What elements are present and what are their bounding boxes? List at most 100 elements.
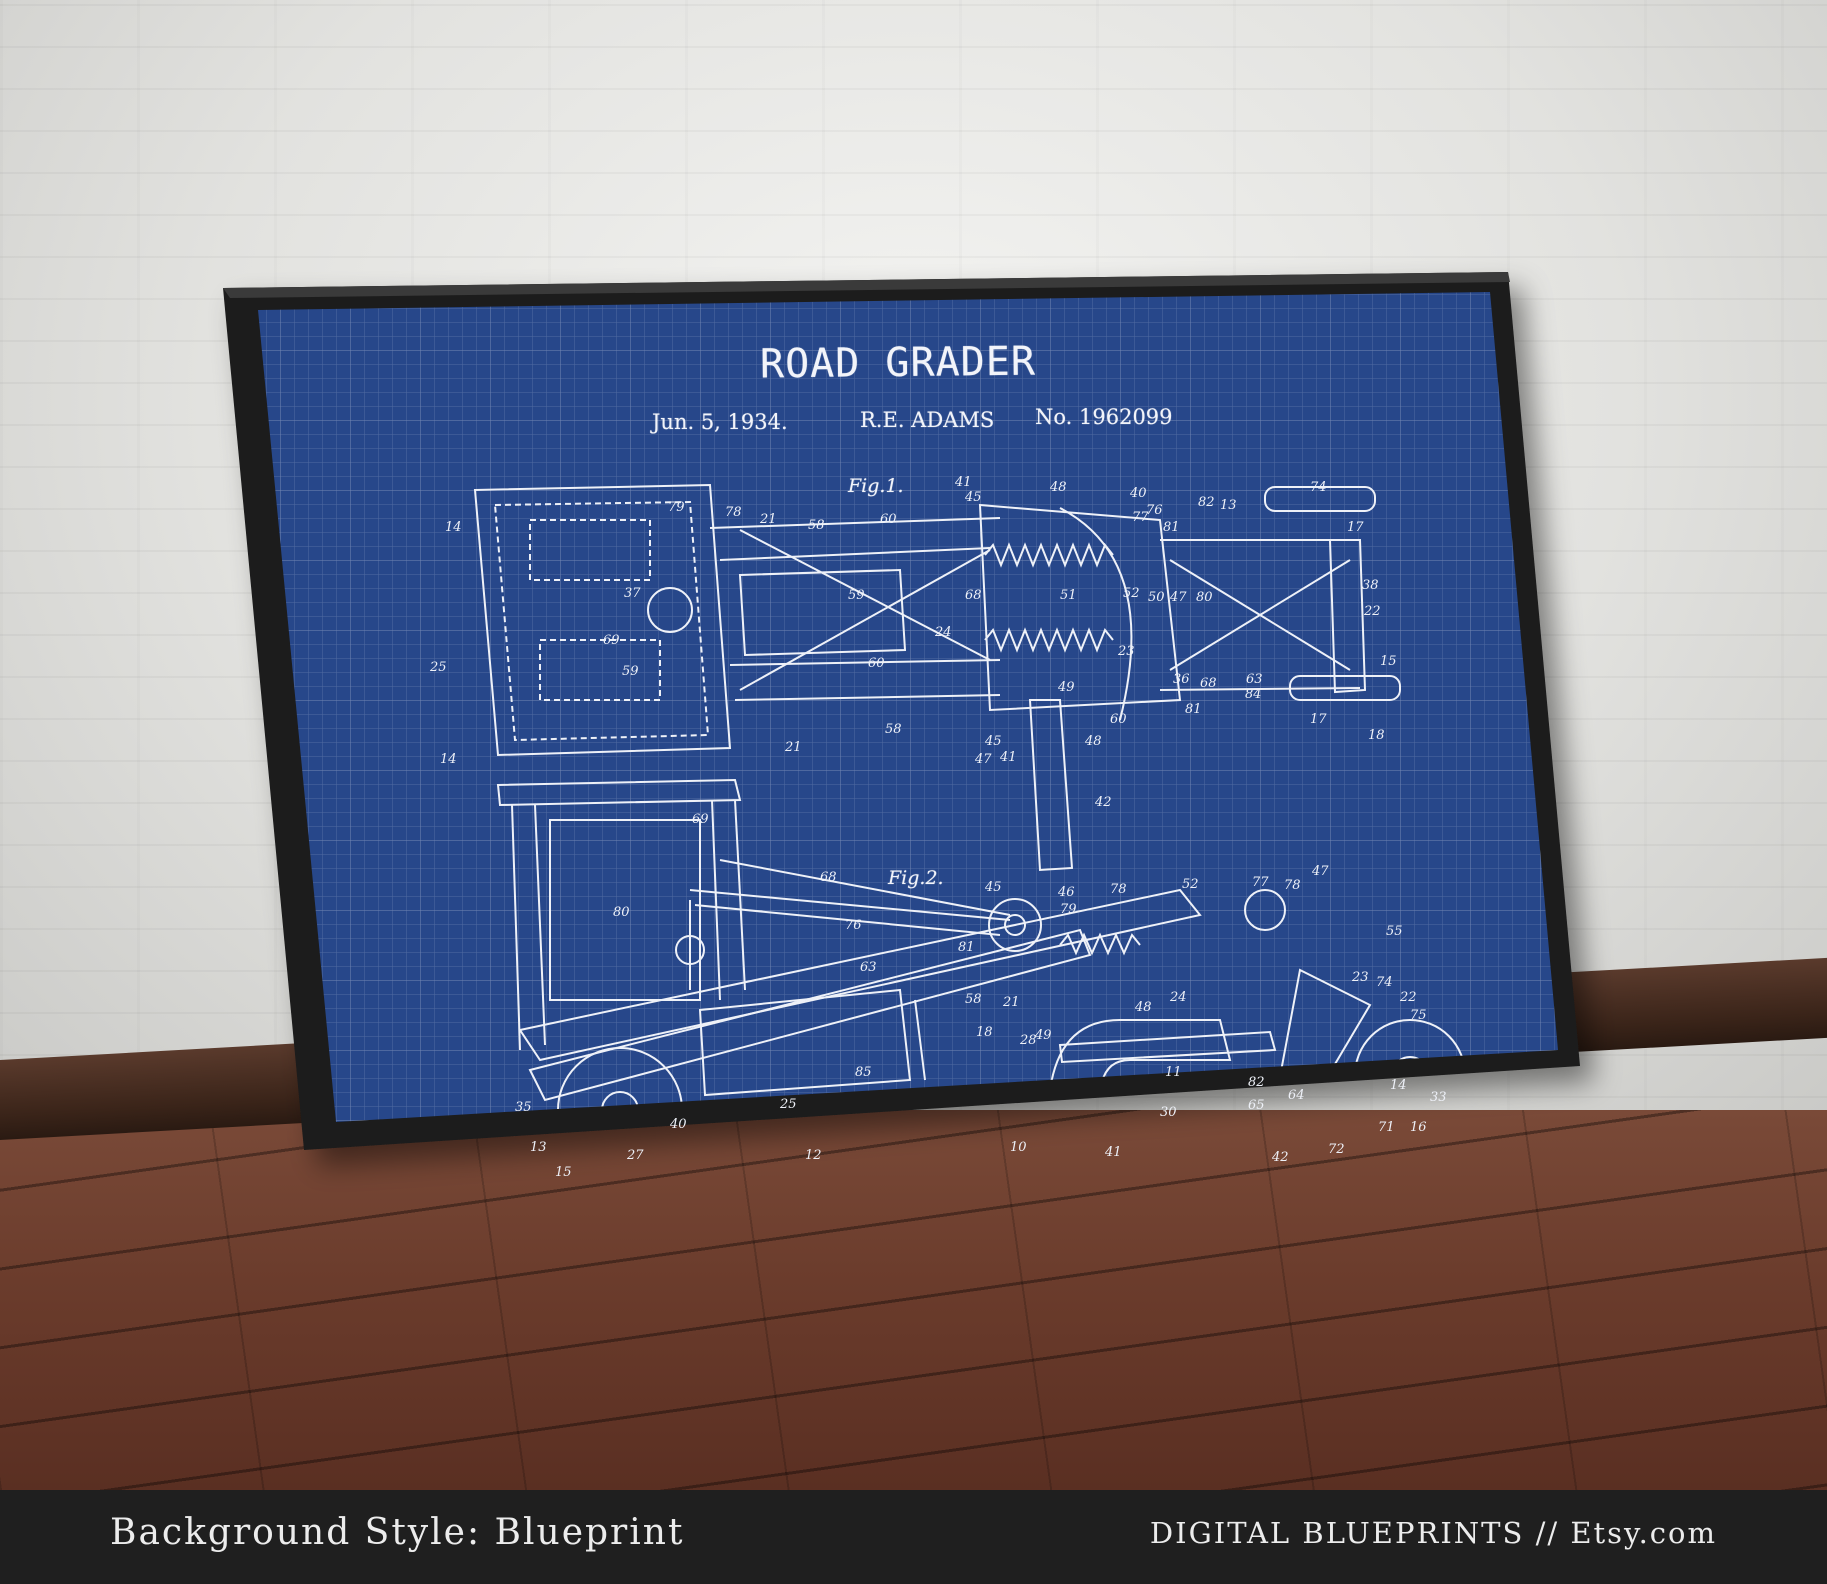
fig1-ref-number: 84 [1245, 687, 1262, 702]
fig1-ref-number: 76 [1146, 503, 1163, 518]
fig2-ref-number: 69 [692, 812, 709, 827]
fig1-ref-number: 13 [1220, 498, 1237, 513]
fig1-ref-number: 49 [1058, 680, 1075, 695]
fig2-ref-number: 15 [555, 1165, 572, 1180]
fig1-ref-number: 23 [1118, 644, 1135, 659]
fig1-ref-number: 68 [965, 588, 982, 603]
fig1-ref-number: 68 [1200, 676, 1217, 691]
fig2-ref-number: 12 [805, 1148, 822, 1163]
blueprint-title: ROAD GRADER [759, 338, 1037, 388]
fig2-drawing [496, 778, 1466, 1122]
fig1-ref-number: 38 [1362, 578, 1379, 593]
fig1-ref-number: 48 [1050, 480, 1067, 495]
fig1-ref-number: 36 [1173, 672, 1190, 687]
fig1-ref-number: 51 [1060, 588, 1077, 603]
fig1-ref-number: 60 [868, 656, 885, 671]
framed-print [223, 272, 1580, 1150]
fig1-ref-number: 41 [1000, 750, 1017, 765]
fig2-ref-number: 65 [1248, 1098, 1265, 1113]
fig2-ref-number: 11 [1165, 1065, 1182, 1080]
fig2-ref-number: 48 [1135, 1000, 1152, 1015]
fig1-ref-number: 58 [808, 518, 825, 533]
fig1-ref-number: 45 [965, 490, 982, 505]
fig2-ref-number: 22 [1400, 990, 1417, 1005]
fig2-ref-number: 76 [845, 918, 862, 933]
fig2-ref-number: 63 [860, 960, 877, 975]
fig2-ref-number: 52 [1182, 877, 1199, 892]
fig2-ref-number: 33 [1430, 1090, 1447, 1105]
fig2-ref-number: 68 [820, 870, 837, 885]
fig1-ref-number: 69 [603, 633, 620, 648]
fig2-label: Fig.2. [888, 867, 944, 889]
fig2-ref-number: 58 [965, 992, 982, 1007]
fig2-ref-number: 78 [1284, 878, 1301, 893]
fig2-ref-number: 40 [670, 1117, 687, 1132]
fig1-ref-number: 60 [880, 512, 897, 527]
fig1-ref-number: 42 [1095, 795, 1112, 810]
fig2-ref-number: 45 [985, 880, 1002, 895]
fig2-ref-number: 49 [1035, 1028, 1052, 1043]
fig2-ref-number: 46 [1058, 885, 1075, 900]
inventor-name: R.E. ADAMS [860, 408, 995, 432]
fig1-ref-number: 14 [440, 752, 457, 767]
fig2-ref-number: 41 [1105, 1145, 1122, 1160]
fig1-ref-number: 79 [668, 500, 685, 515]
fig1-ref-number: 52 [1123, 586, 1140, 601]
fig2-ref-number: 80 [613, 905, 630, 920]
fig2-ref-number: 25 [780, 1097, 797, 1112]
fig2-ref-number: 16 [1410, 1120, 1427, 1135]
fig1-ref-number: 80 [1196, 590, 1213, 605]
fig2-ref-number: 74 [1376, 975, 1393, 990]
caption-shop-name: DIGITAL BLUEPRINTS // Etsy.com [1149, 1516, 1717, 1550]
fig1-ref-number: 48 [1085, 734, 1102, 749]
fig1-ref-number: 14 [445, 520, 462, 535]
fig1-ref-number: 25 [430, 660, 447, 675]
wood-floor [0, 1110, 1827, 1490]
caption-bar: Background Style: Blueprint DIGITAL BLUE… [0, 1490, 1827, 1584]
fig1-ref-number: 47 [975, 752, 992, 767]
fig1-ref-number: 37 [624, 586, 641, 601]
fig2-ref-number: 47 [1312, 864, 1329, 879]
fig2-ref-number: 14 [1390, 1078, 1407, 1093]
fig1-ref-number: 60 [1110, 712, 1127, 727]
caption-background-style: Background Style: Blueprint [110, 1512, 685, 1553]
fig1-ref-number: 59 [848, 588, 865, 603]
fig1-ref-number: 40 [1130, 486, 1147, 501]
fig1-label: Fig.1. [848, 475, 904, 497]
fig2-ref-number: 82 [1248, 1075, 1265, 1090]
fig2-ref-number: 75 [1410, 1008, 1427, 1023]
fig1-ref-number: 24 [935, 625, 952, 640]
fig2-ref-number: 18 [976, 1025, 993, 1040]
fig2-ref-number: 64 [1288, 1088, 1305, 1103]
fig1-ref-number: 58 [885, 722, 902, 737]
fig2-ref-number: 77 [1252, 875, 1269, 890]
fig1-ref-number: 47 [1170, 590, 1187, 605]
fig2-ref-number: 30 [1160, 1105, 1177, 1120]
fig2-ref-number: 23 [1352, 970, 1369, 985]
fig2-ref-number: 10 [1010, 1140, 1027, 1155]
fig2-ref-number: 28 [1020, 1033, 1037, 1048]
fig2-ref-number: 72 [1328, 1142, 1345, 1157]
fig1-ref-number: 45 [985, 734, 1002, 749]
fig1-ref-number: 77 [1132, 510, 1149, 525]
patent-date: Jun. 5, 1934. [652, 410, 788, 434]
fig2-ref-number: 55 [1386, 924, 1403, 939]
fig1-ref-number: 78 [725, 505, 742, 520]
fig2-ref-number: 27 [627, 1148, 644, 1163]
fig1-ref-number: 22 [1364, 604, 1381, 619]
fig2-ref-number: 78 [1110, 882, 1127, 897]
fig1-ref-number: 82 [1198, 495, 1215, 510]
fig2-ref-number: 81 [958, 940, 975, 955]
fig2-ref-number: 21 [1003, 995, 1020, 1010]
fig1-ref-number: 18 [1368, 728, 1385, 743]
fig2-ref-number: 85 [855, 1065, 872, 1080]
fig1-ref-number: 59 [622, 664, 639, 679]
fig2-ref-number: 71 [1378, 1120, 1395, 1135]
fig1-ref-number: 81 [1163, 520, 1180, 535]
fig1-ref-number: 15 [1380, 654, 1397, 669]
fig2-ref-number: 42 [1272, 1150, 1289, 1165]
fig1-ref-number: 74 [1310, 480, 1327, 495]
fig2-ref-number: 13 [530, 1140, 547, 1155]
fig1-ref-number: 50 [1148, 590, 1165, 605]
